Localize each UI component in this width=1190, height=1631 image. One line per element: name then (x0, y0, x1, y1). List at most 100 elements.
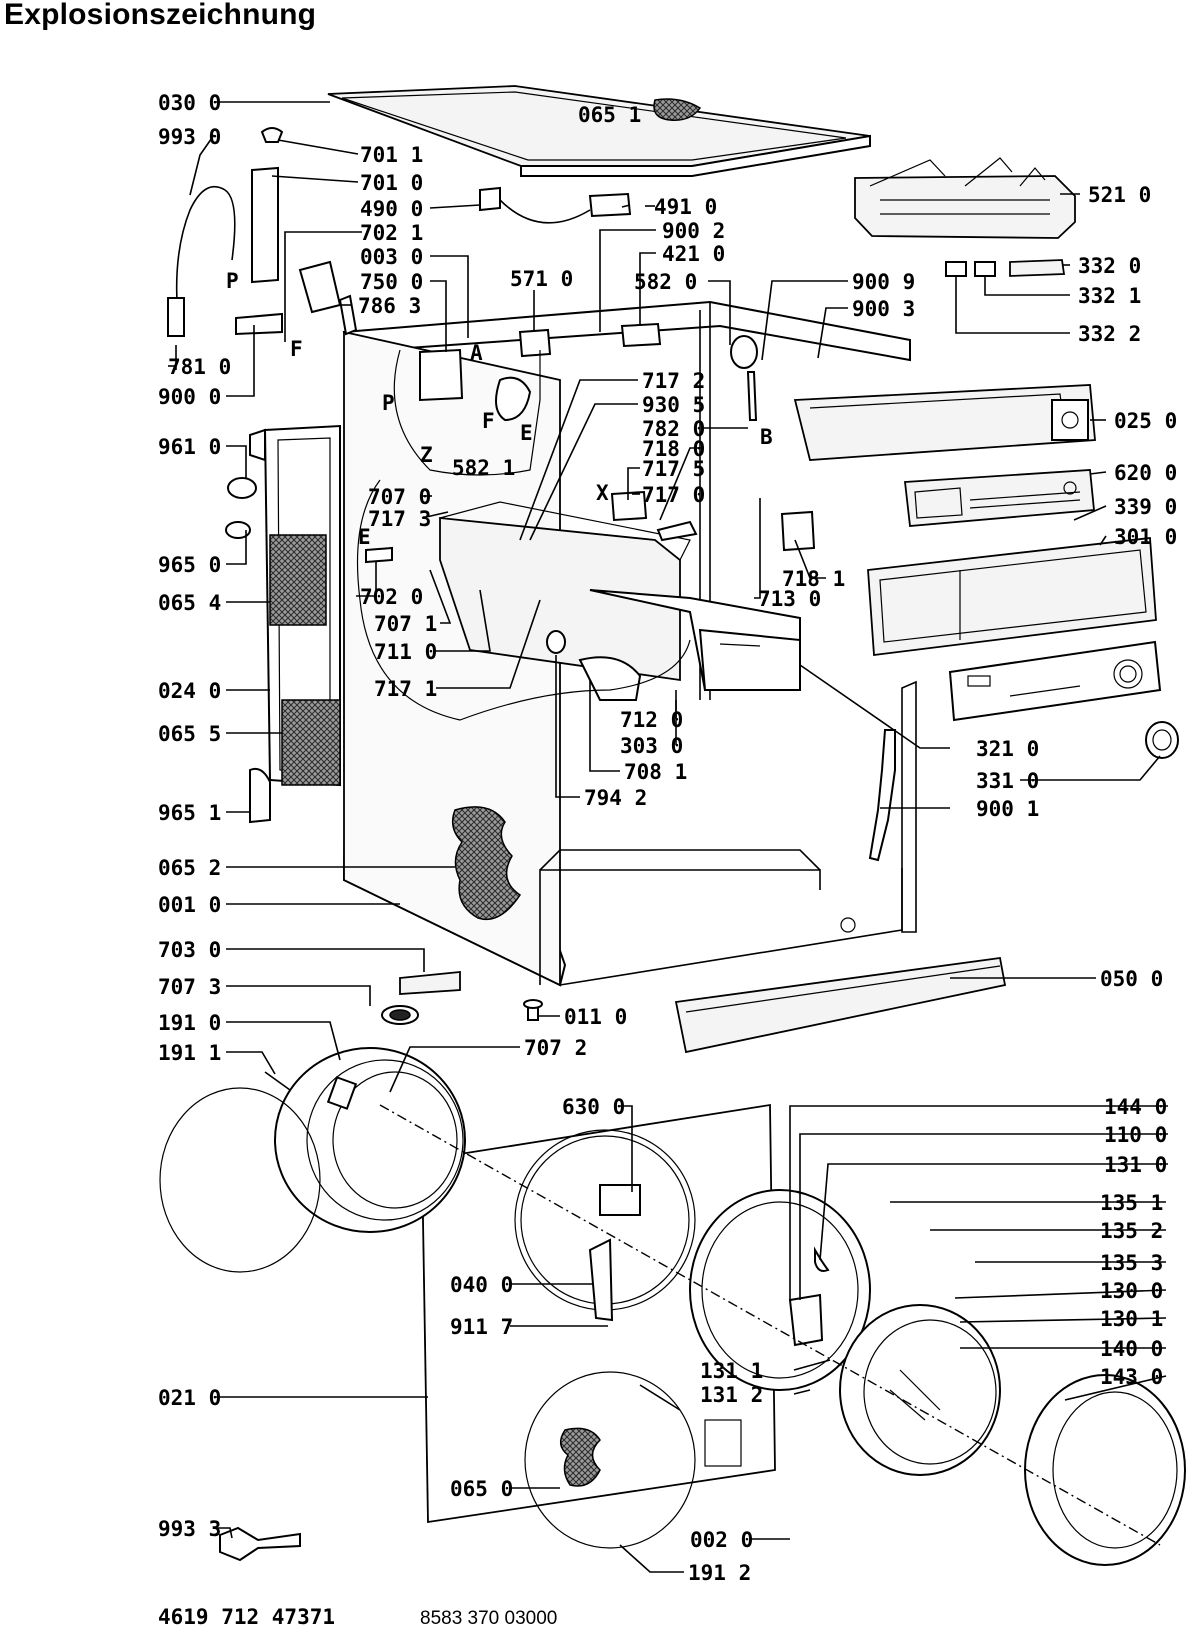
label-110-0: 110 0 (1104, 1123, 1167, 1147)
label-712-0: 712 0 (620, 708, 683, 732)
label-001-0: 001 0 (158, 893, 221, 917)
label-707-1: 707 1 (374, 612, 437, 636)
label-708-1: 708 1 (624, 760, 687, 784)
label-301-0: 301 0 (1114, 525, 1177, 549)
label-003-0: 003 0 (360, 245, 423, 269)
label-144-0: 144 0 (1104, 1095, 1167, 1119)
label-717-0: 717 0 (642, 483, 705, 507)
switch-caps (945, 259, 1066, 277)
panel-frame (867, 537, 1157, 657)
label-030-0: 030 0 (158, 91, 221, 115)
label-065-0: 065 0 (450, 1477, 513, 1501)
marker-f-left: F (290, 337, 303, 361)
marker-a: A (470, 341, 483, 365)
marker-z: Z (420, 443, 433, 467)
connection-markers: A P P F F E E Z B X (226, 269, 773, 549)
label-900-1: 900 1 (976, 797, 1039, 821)
label-965-1: 965 1 (158, 801, 221, 825)
label-303-0: 303 0 (620, 734, 683, 758)
label-339-0: 339 0 (1114, 495, 1177, 519)
electronic-board (903, 469, 1095, 527)
label-781-0: 781 0 (168, 355, 231, 379)
marker-e-left: E (358, 525, 371, 549)
label-191-1: 191 1 (158, 1041, 221, 1065)
front-ring (524, 1371, 696, 1549)
label-701-0: 701 0 (360, 171, 423, 195)
label-900-3: 900 3 (852, 297, 915, 321)
label-050-0: 050 0 (1100, 967, 1163, 991)
label-135-3: 135 3 (1100, 1251, 1163, 1275)
front-insulation (559, 1427, 601, 1487)
label-024-0: 024 0 (158, 679, 221, 703)
label-321-0: 321 0 (976, 737, 1039, 761)
front-panel (421, 1103, 776, 1524)
part-labels: 030 0 993 0 701 1 701 0 490 0 702 1 003 … (158, 91, 1177, 1585)
label-786-3: 786 3 (358, 294, 421, 318)
label-750-0: 750 0 (360, 270, 423, 294)
label-701-1: 701 1 (360, 143, 423, 167)
label-993-0: 993 0 (158, 125, 221, 149)
label-707-2: 707 2 (524, 1036, 587, 1060)
label-131-2: 131 2 (700, 1383, 763, 1407)
label-571-0: 571 0 (510, 267, 573, 291)
label-191-0: 191 0 (158, 1011, 221, 1035)
control-panel-fascia (948, 640, 1162, 722)
side-panel (263, 424, 341, 787)
door-inner-frame (689, 1189, 871, 1391)
marker-b: B (760, 425, 773, 449)
label-521-0: 521 0 (1088, 183, 1151, 207)
top-cover (327, 85, 871, 177)
cover-insulation (653, 98, 702, 121)
label-707-0: 707 0 (368, 485, 431, 509)
label-025-0: 025 0 (1114, 409, 1177, 433)
label-490-0: 490 0 (360, 197, 423, 221)
label-131-1: 131 1 (700, 1359, 763, 1383)
label-421-0: 421 0 (662, 242, 725, 266)
label-713-0: 713 0 (758, 587, 821, 611)
marker-p-left: P (226, 269, 239, 293)
label-002-0: 002 0 (690, 1528, 753, 1552)
label-718-0: 718 0 (642, 437, 705, 461)
label-717-2: 717 2 (642, 369, 705, 393)
program-knob (1145, 721, 1179, 759)
label-930-5: 930 5 (642, 393, 705, 417)
group-outline-upper (393, 349, 541, 476)
side-insulation-upper (269, 534, 327, 626)
label-702-1: 702 1 (360, 221, 423, 245)
label-900-2: 900 2 (662, 219, 725, 243)
label-331-0: 331 0 (976, 769, 1039, 793)
footer-doc-number: 4619 712 47371 (158, 1605, 335, 1629)
door-glass (839, 1304, 1001, 1476)
label-011-0: 011 0 (564, 1005, 627, 1029)
label-065-1: 065 1 (578, 103, 641, 127)
label-135-2: 135 2 (1100, 1219, 1163, 1243)
label-582-1: 582 1 (452, 456, 515, 480)
label-491-0: 491 0 (654, 195, 717, 219)
footer-code-number: 8583 370 03000 (420, 1608, 557, 1629)
leader-lines (168, 101, 1168, 1573)
label-332-2: 332 2 (1078, 322, 1141, 346)
label-718-1: 718 1 (782, 567, 845, 591)
panel-holder (793, 384, 1096, 461)
label-717-1: 717 1 (374, 677, 437, 701)
label-065-5: 065 5 (158, 722, 221, 746)
marker-e-mid: E (520, 421, 533, 445)
door-seal-clamp (159, 1071, 321, 1273)
label-065-2: 065 2 (158, 856, 221, 880)
label-140-0: 140 0 (1100, 1337, 1163, 1361)
cabinet-insulation (451, 806, 522, 920)
label-130-1: 130 1 (1100, 1307, 1163, 1331)
label-900-0: 900 0 (158, 385, 221, 409)
label-130-0: 130 0 (1100, 1279, 1163, 1303)
label-703-0: 703 0 (158, 938, 221, 962)
page-title: Explosionszeichnung (4, 0, 317, 31)
label-332-0: 332 0 (1078, 254, 1141, 278)
label-794-2: 794 2 (584, 786, 647, 810)
label-965-0: 965 0 (158, 553, 221, 577)
label-135-1: 135 1 (1100, 1191, 1163, 1215)
detergent-drawer (439, 501, 801, 692)
label-065-4: 065 4 (158, 591, 221, 615)
controller-module (854, 157, 1076, 239)
label-620-0: 620 0 (1114, 461, 1177, 485)
